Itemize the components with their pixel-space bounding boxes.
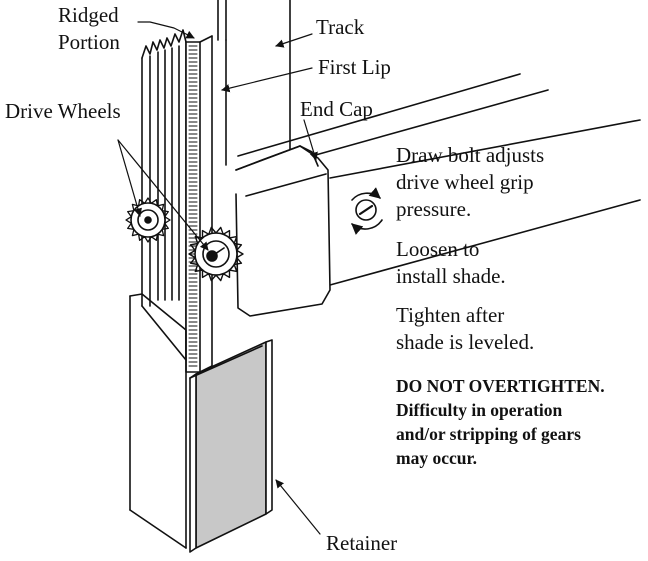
warning-line-1: DO NOT OVERTIGHTEN.	[396, 376, 605, 396]
draw-bolt-symbol	[351, 187, 383, 235]
overtighten-warning: DO NOT OVERTIGHTEN. Difficulty in operat…	[396, 374, 605, 470]
shade-louvers	[141, 29, 187, 361]
ridged-portion-label: Ridged Portion	[58, 2, 120, 56]
draw-bolt-line-1: Draw bolt adjusts	[396, 143, 545, 167]
draw-bolt-label: Draw bolt adjusts drive wheel grip press…	[396, 142, 544, 223]
end-cap	[235, 145, 331, 317]
end-cap-label: End Cap	[300, 97, 373, 121]
first-lip-label: First Lip	[318, 55, 391, 79]
leader-lines	[117, 21, 321, 535]
warning-line-4: may occur.	[396, 448, 478, 468]
lower-housing	[129, 293, 187, 549]
tighten-line-2: shade is leveled.	[396, 330, 535, 354]
warning-line-3: and/or stripping of gears	[396, 424, 581, 444]
tighten-line-1: Tighten after	[396, 303, 505, 327]
loosen-line-2: install shade.	[396, 264, 506, 288]
warning-line-2: Difficulty in operation	[396, 400, 563, 420]
track	[217, 0, 291, 166]
retainer-plate	[189, 339, 273, 553]
track-label: Track	[316, 15, 365, 39]
tighten-label: Tighten after shade is leveled.	[396, 302, 534, 356]
loosen-label: Loosen to install shade.	[396, 236, 506, 290]
retainer-label: Retainer	[326, 531, 398, 555]
draw-bolt-line-2: drive wheel grip	[396, 170, 534, 194]
drive-wheels-label: Drive Wheels	[5, 99, 121, 123]
rear-drive-wheel	[125, 197, 171, 243]
draw-bolt-line-3: pressure.	[396, 197, 472, 221]
gear-rack	[185, 35, 213, 373]
ridged-portion-line-2: Portion	[58, 30, 120, 54]
loosen-line-1: Loosen to	[396, 237, 480, 261]
ridged-portion-line-1: Ridged	[58, 3, 119, 27]
